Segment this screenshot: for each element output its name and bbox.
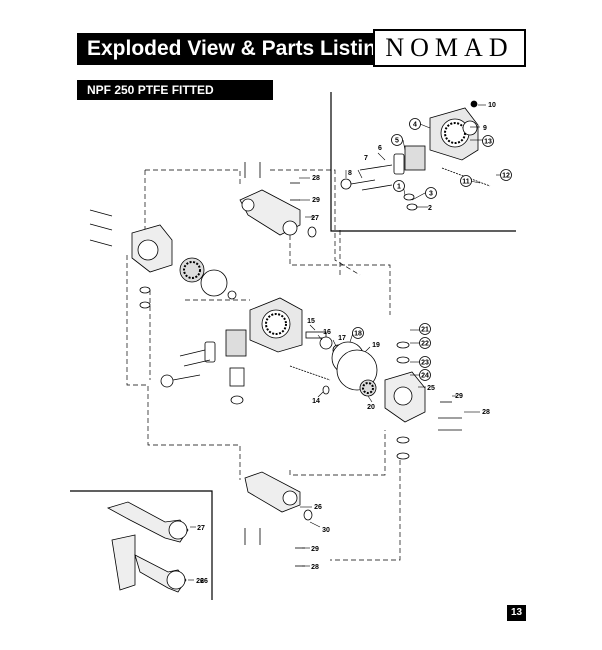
- callout-30: 30: [322, 527, 330, 534]
- air-valve-assembly: [340, 100, 491, 211]
- page-title: Exploded View & Parts Listing: [77, 33, 389, 65]
- callout-18: 18: [354, 331, 362, 338]
- callout-labels: 1 2 3 4 5 6 7 8 9 10 11 12 13 14 15 16 1…: [196, 102, 510, 585]
- callout-26-inset: 26: [196, 578, 204, 585]
- callout-29-top: 29: [312, 197, 320, 204]
- callout-4: 4: [413, 122, 417, 129]
- callout-2: 2: [428, 205, 432, 212]
- callout-27-top-manifold: 27: [311, 215, 319, 222]
- nomad-logo: NOMAD: [373, 29, 526, 67]
- assembly-guide-lines: [126, 169, 401, 561]
- callout-22: 22: [421, 341, 429, 348]
- callout-20: 20: [367, 404, 375, 411]
- inset-manifolds: [106, 501, 189, 593]
- callout-19: 19: [372, 342, 380, 349]
- callout-28-bottom: 28: [311, 564, 319, 571]
- fasteners: [89, 162, 462, 567]
- callout-10: 10: [488, 102, 496, 109]
- callout-21: 21: [421, 327, 429, 334]
- callout-8: 8: [348, 170, 352, 177]
- page-number: 13: [507, 605, 526, 621]
- callout-23: 23: [421, 360, 429, 367]
- callout-12: 12: [502, 173, 510, 180]
- callout-16: 16: [323, 329, 331, 336]
- callout-29-right: 29: [455, 393, 463, 400]
- left-chamber: [131, 224, 237, 309]
- callout-6: 6: [378, 145, 382, 152]
- bottom-manifold: [244, 471, 313, 521]
- callout-15: 15: [307, 318, 315, 325]
- callout-13: 13: [484, 139, 492, 146]
- logo-text: NOMAD: [385, 33, 514, 62]
- callout-28-top: 28: [312, 175, 320, 182]
- circled-callouts: [352, 118, 512, 381]
- callout-11: 11: [462, 179, 470, 186]
- callout-27-inset: 27: [197, 525, 205, 532]
- callout-9: 9: [483, 125, 487, 132]
- callout-24: 24: [421, 373, 429, 380]
- air-valve-inset-frame: [330, 92, 516, 232]
- center-section: [160, 297, 331, 405]
- callout-26-side: 26: [314, 504, 322, 511]
- callout-14: 14: [312, 398, 320, 405]
- right-diaphragm-group: [305, 331, 378, 397]
- model-heading: NPF 250 PTFE FITTED: [77, 80, 273, 100]
- callout-1: 1: [397, 184, 401, 191]
- callout-25: 25: [427, 385, 435, 392]
- callout-3: 3: [429, 191, 433, 198]
- right-chamber: [384, 341, 426, 460]
- callout-5: 5: [395, 138, 399, 145]
- callout-26-bottom-manifold: 26: [200, 578, 208, 585]
- callout-7: 7: [364, 155, 368, 162]
- callout-28-right: 28: [482, 409, 490, 416]
- callout-17: 17: [338, 335, 346, 342]
- top-manifold: [239, 189, 317, 238]
- manifold-inset-frame: [70, 490, 213, 600]
- callout-29-bottom: 29: [311, 546, 319, 553]
